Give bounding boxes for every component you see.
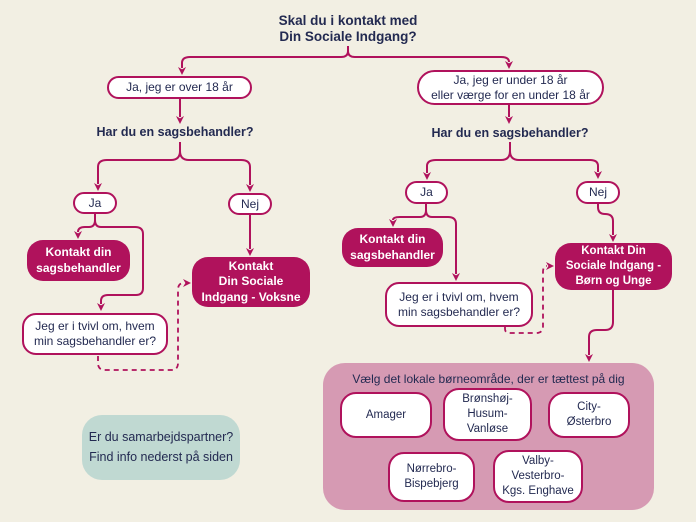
no-pill-left: Nej [228,193,272,215]
contact-caseworker-left-button[interactable]: Kontakt din sagsbehandler [27,240,130,281]
question-caseworker-left: Har du en sagsbehandler? [96,125,254,139]
no-pill-right: Nej [576,181,620,204]
contact-dsi-born-unge-button[interactable]: Kontakt Din Sociale Indgang - Børn og Un… [555,243,672,290]
area-button-valby-vesterbro-kgs-enghave[interactable]: Valby- Vesterbro- Kgs. Enghave [493,450,583,503]
contact-dsi-voksne-button[interactable]: Kontakt Din Sociale Indgang - Voksne [192,257,310,307]
question-caseworker-right: Har du en sagsbehandler? [431,126,589,140]
answer-under18-pill: Ja, jeg er under 18 år eller værge for e… [417,70,604,105]
area-panel-title: Vælg det lokale børneområde, der er tætt… [352,372,625,386]
answer-over18-pill: Ja, jeg er over 18 år [107,76,252,99]
yes-pill-right: Ja [405,181,448,204]
area-button-city-osterbro[interactable]: City- Østerbro [548,392,630,438]
partner-note: Er du samarbejdspartner? Find info neder… [82,415,240,480]
doubt-caseworker-right: Jeg er i tvivl om, hvem min sagsbehandle… [385,282,533,327]
doubt-caseworker-left: Jeg er i tvivl om, hvem min sagsbehandle… [22,313,168,355]
contact-caseworker-right-button[interactable]: Kontakt din sagsbehandler [342,228,443,267]
area-button-bronshoj-husum-vanlose[interactable]: Brønshøj- Husum- Vanløse [443,388,532,441]
area-button-norrebro-bispebjerg[interactable]: Nørrebro- Bispebjerg [388,452,475,502]
area-button-amager[interactable]: Amager [340,392,432,438]
yes-pill-left: Ja [73,192,117,214]
page-title: Skal du i kontakt med Din Sociale Indgan… [278,13,418,45]
area-panel: Vælg det lokale børneområde, der er tætt… [323,363,654,510]
